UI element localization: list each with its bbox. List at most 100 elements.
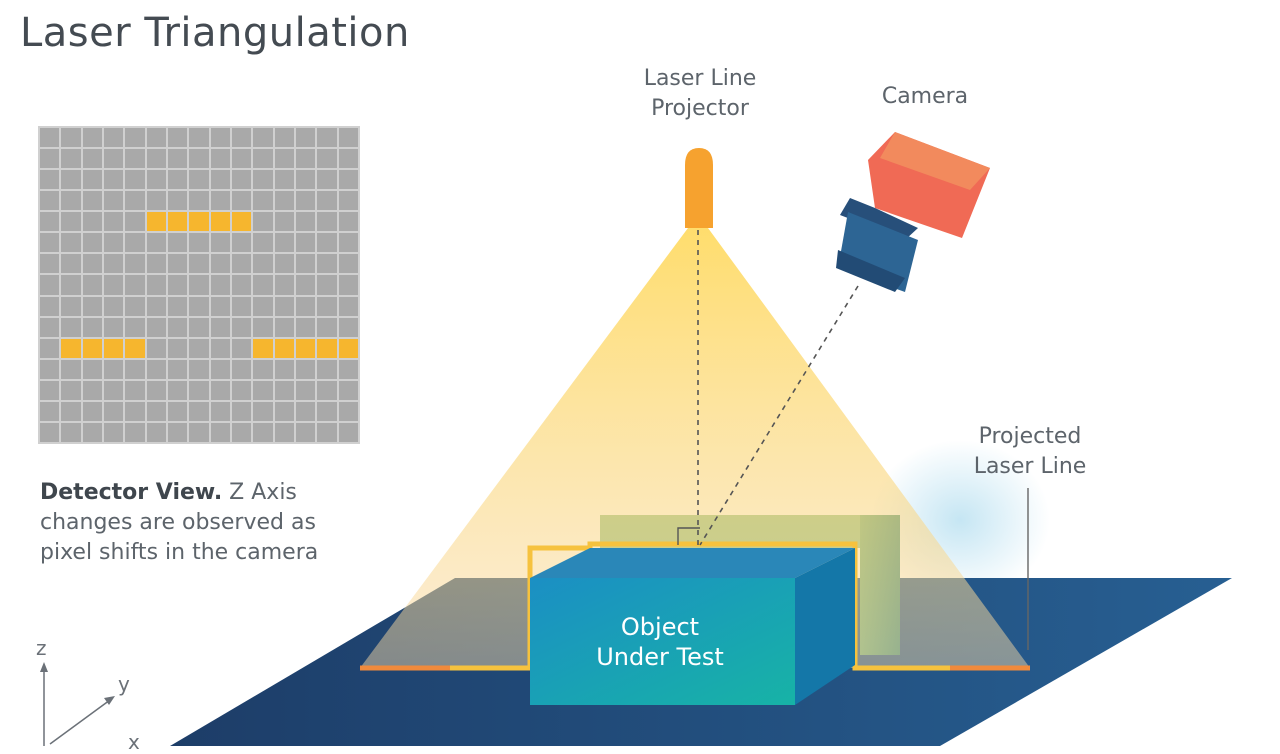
detector-pixel	[40, 191, 60, 211]
detector-pixel	[189, 170, 209, 190]
detector-pixel	[104, 401, 124, 421]
object-front	[530, 578, 795, 705]
detector-pixel	[253, 212, 273, 232]
detector-pixel	[338, 149, 358, 169]
camera-icon	[836, 132, 990, 292]
detector-pixel	[210, 401, 230, 421]
detector-pixel-lit	[104, 338, 124, 358]
detector-pixel	[146, 422, 166, 442]
detector-pixel	[338, 191, 358, 211]
detector-pixel	[40, 338, 60, 358]
detector-pixel	[40, 275, 60, 295]
detector-pixel	[274, 233, 294, 253]
detector-pixel	[82, 296, 102, 316]
detector-pixel	[253, 296, 273, 316]
detector-pixel-lit	[232, 212, 252, 232]
detector-pixel	[104, 170, 124, 190]
detector-pixel	[82, 380, 102, 400]
detector-pixel	[210, 359, 230, 379]
detector-pixel	[104, 317, 124, 337]
detector-pixel	[317, 191, 337, 211]
detector-pixel	[232, 170, 252, 190]
detector-pixel	[338, 380, 358, 400]
detector-pixel	[189, 422, 209, 442]
detector-pixel-lit	[253, 338, 273, 358]
detector-pixel	[146, 380, 166, 400]
detector-pixel	[82, 317, 102, 337]
detector-pixel	[338, 170, 358, 190]
detector-pixel	[317, 380, 337, 400]
detector-pixel	[82, 128, 102, 148]
detector-pixel	[168, 422, 188, 442]
detector-pixel-lit	[317, 338, 337, 358]
detector-pixel	[210, 317, 230, 337]
detector-pixel	[61, 233, 81, 253]
object-label-line1: Object	[620, 613, 700, 641]
detector-pixel	[82, 422, 102, 442]
detector-pixel	[232, 338, 252, 358]
detector-pixel	[274, 317, 294, 337]
detector-pixel	[274, 422, 294, 442]
detector-pixel	[104, 128, 124, 148]
detector-pixel	[232, 359, 252, 379]
detector-pixel	[125, 296, 145, 316]
detector-pixel	[61, 275, 81, 295]
detector-pixel	[296, 128, 316, 148]
detector-pixel	[232, 275, 252, 295]
detector-pixel	[61, 401, 81, 421]
detector-pixel	[125, 233, 145, 253]
detector-pixel	[40, 380, 60, 400]
detector-pixel	[296, 317, 316, 337]
detector-pixel	[146, 401, 166, 421]
detector-pixel	[232, 317, 252, 337]
detector-pixel	[274, 254, 294, 274]
detector-pixel	[338, 254, 358, 274]
detector-pixel	[338, 296, 358, 316]
detector-pixel	[61, 212, 81, 232]
detector-pixel	[317, 401, 337, 421]
detector-pixel	[82, 233, 102, 253]
detector-pixel	[40, 212, 60, 232]
detector-pixel	[125, 254, 145, 274]
detector-pixel	[168, 233, 188, 253]
detector-pixel	[296, 191, 316, 211]
detector-pixel	[296, 233, 316, 253]
detector-pixel	[274, 170, 294, 190]
detector-pixel	[338, 317, 358, 337]
detector-pixel	[61, 380, 81, 400]
detector-caption-lead: Detector View.	[40, 480, 223, 505]
detector-pixel	[317, 170, 337, 190]
detector-pixel	[61, 296, 81, 316]
detector-pixel	[253, 233, 273, 253]
detector-pixel-lit	[274, 338, 294, 358]
detector-pixel	[40, 359, 60, 379]
detector-pixel	[168, 170, 188, 190]
detector-pixel	[189, 317, 209, 337]
detector-pixel	[189, 191, 209, 211]
detector-pixel-lit	[338, 338, 358, 358]
object-under-test-label: Object Under Test	[560, 612, 760, 672]
detector-pixel	[274, 191, 294, 211]
detector-pixel	[232, 380, 252, 400]
detector-pixel	[338, 359, 358, 379]
detector-pixel	[82, 275, 102, 295]
detector-pixel	[274, 359, 294, 379]
detector-pixel	[61, 170, 81, 190]
detector-pixel	[146, 233, 166, 253]
projected-label-line1: Projected	[978, 424, 1082, 449]
detector-pixel-lit	[61, 338, 81, 358]
detector-pixel	[168, 317, 188, 337]
detector-pixel	[125, 170, 145, 190]
detector-pixel	[296, 422, 316, 442]
detector-pixel	[210, 254, 230, 274]
object-top	[530, 548, 855, 578]
detector-pixel	[296, 212, 316, 232]
detector-pixel	[232, 149, 252, 169]
detector-pixel	[82, 170, 102, 190]
detector-pixel	[125, 275, 145, 295]
detector-pixel	[296, 254, 316, 274]
detector-pixel	[210, 422, 230, 442]
object-side	[795, 548, 855, 705]
detector-pixel	[274, 128, 294, 148]
detector-pixel	[82, 191, 102, 211]
